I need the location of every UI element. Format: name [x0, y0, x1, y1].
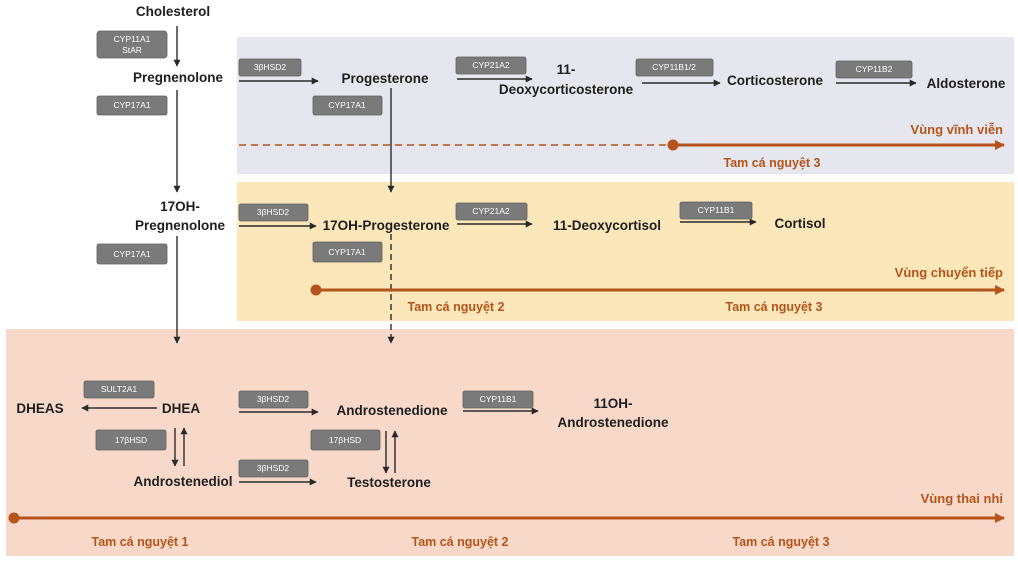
enzyme-cyp17a1-c: CYP17A1: [113, 249, 151, 259]
fetal-trimester-3: Tam cá nguyệt 3: [732, 535, 829, 549]
node-17oh-pregnenolone-line1: 17OH-: [160, 199, 200, 214]
node-11oh-androstenedione-line2: Androstenedione: [557, 415, 668, 430]
node-dhea: DHEA: [162, 401, 201, 416]
timeline-transitional-start-dot: [310, 284, 322, 296]
node-corticosterone: Corticosterone: [727, 73, 824, 88]
zone-transitional-label: Vùng chuyển tiếp: [895, 265, 1003, 280]
enzyme-labels: CYP11A1 StAR 3βHSD2 CYP21A2 CYP11B1/2 CY…: [101, 34, 893, 473]
enzyme-cyp21a2-a: CYP21A2: [472, 60, 510, 70]
enzyme-sult2a1: SULT2A1: [101, 384, 137, 394]
zone-fetal-label: Vùng thai nhi: [921, 491, 1003, 506]
enzyme-3bhsd2-a: 3βHSD2: [254, 62, 287, 72]
node-11-deoxycorticosterone-line1: 11-: [557, 62, 576, 77]
permanent-trimester-3: Tam cá nguyệt 3: [723, 156, 820, 170]
timelines: [14, 140, 1005, 523]
enzyme-star: StAR: [122, 45, 142, 55]
zone-permanent-label: Vùng vĩnh viễn: [911, 122, 1004, 137]
enzyme-cyp11a1: CYP11A1: [114, 34, 151, 44]
timeline-permanent-start-dot: [667, 139, 679, 151]
node-11-deoxycorticosterone-line2: Deoxycorticosterone: [499, 82, 634, 97]
enzyme-cyp11b1-b: CYP11B1: [480, 394, 517, 404]
enzyme-3bhsd2-b: 3βHSD2: [257, 207, 290, 217]
node-testosterone: Testosterone: [347, 475, 431, 490]
enzyme-cyp11b2: CYP11B2: [856, 64, 893, 74]
node-aldosterone: Aldosterone: [927, 76, 1006, 91]
node-androstenediol: Androstenediol: [133, 474, 232, 489]
enzyme-cyp17a1-a: CYP17A1: [113, 100, 151, 110]
enzyme-cyp11b1-a: CYP11B1: [698, 205, 735, 215]
node-androstenedione: Androstenedione: [336, 403, 447, 418]
enzyme-cyp17a1-b: CYP17A1: [328, 100, 366, 110]
fetal-trimester-2: Tam cá nguyệt 2: [411, 535, 508, 549]
zone-labels: Vùng vĩnh viễn Vùng chuyển tiếp Vùng tha…: [895, 122, 1003, 506]
enzyme-cyp11b1-2: CYP11B1/2: [652, 62, 696, 72]
node-17oh-progesterone: 17OH-Progesterone: [323, 218, 450, 233]
fetal-trimester-1: Tam cá nguyệt 1: [91, 535, 188, 549]
node-pregnenolone: Pregnenolone: [133, 70, 224, 85]
enzyme-cyp17a1-d: CYP17A1: [328, 247, 366, 257]
node-cholesterol: Cholesterol: [136, 4, 210, 19]
timeline-fetal-start-dot: [8, 512, 20, 524]
node-17oh-pregnenolone-line2: Pregnenolone: [135, 218, 226, 233]
node-11-deoxycortisol: 11-Deoxycortisol: [553, 218, 661, 233]
enzyme-boxes: [83, 30, 913, 478]
enzyme-17bhsd-b: 17βHSD: [329, 435, 361, 445]
transitional-trimester-3: Tam cá nguyệt 3: [725, 300, 822, 314]
enzyme-cyp21a2-b: CYP21A2: [472, 206, 510, 216]
transitional-trimester-2: Tam cá nguyệt 2: [407, 300, 504, 314]
trimester-labels: Tam cá nguyệt 3 Tam cá nguyệt 2 Tam cá n…: [91, 156, 829, 549]
enzyme-3bhsd2-c: 3βHSD2: [257, 394, 290, 404]
node-dheas: DHEAS: [16, 401, 63, 416]
node-progesterone: Progesterone: [341, 71, 429, 86]
node-11oh-androstenedione-line1: 11OH-: [593, 396, 632, 411]
steroid-nodes: Cholesterol Pregnenolone Progesterone 11…: [16, 4, 1006, 490]
pathway-arrows: [81, 26, 917, 486]
enzyme-3bhsd2-d: 3βHSD2: [257, 463, 290, 473]
node-cortisol: Cortisol: [774, 216, 825, 231]
enzyme-17bhsd-a: 17βHSD: [115, 435, 147, 445]
